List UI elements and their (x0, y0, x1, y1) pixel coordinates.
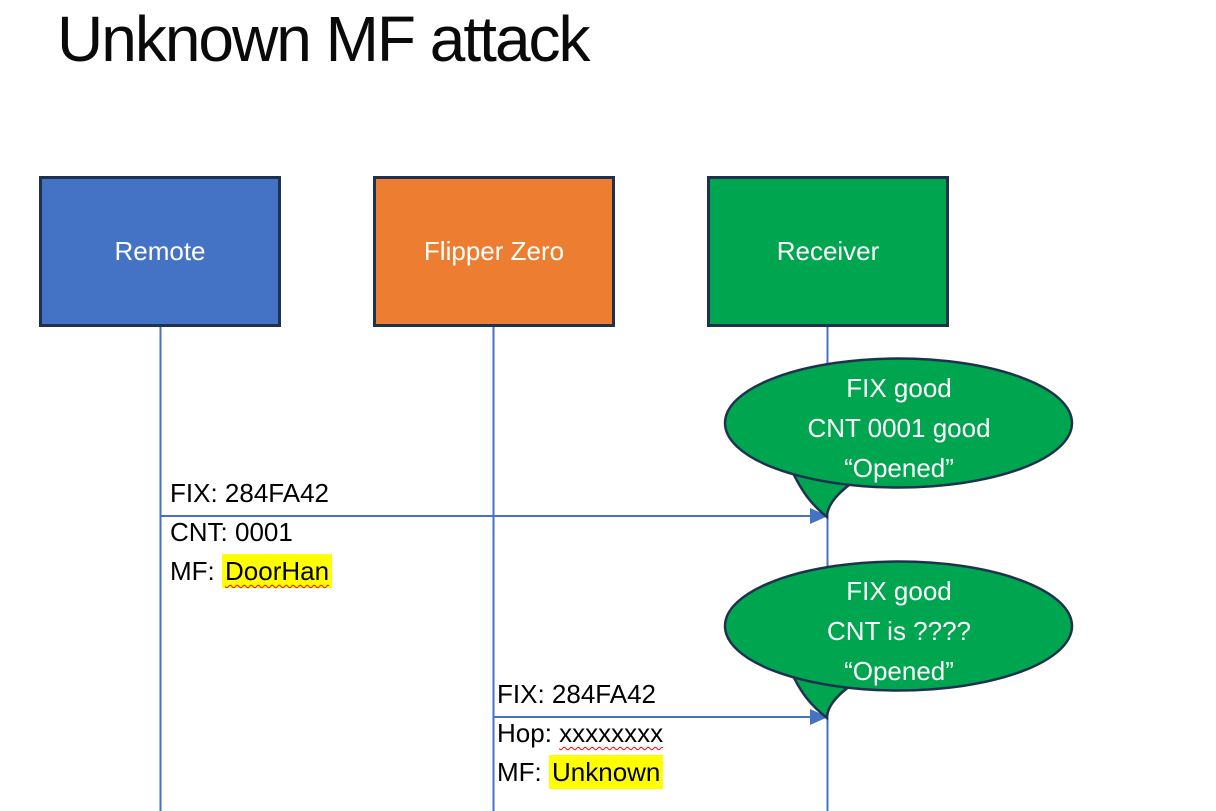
callout-2-line-fix: FIX good (846, 576, 952, 606)
callout-1-line-fix: FIX good (846, 373, 952, 403)
callout-2-line-cnt: CNT is ???? (826, 616, 972, 646)
message-1-cnt: CNT: 0001 (170, 517, 293, 547)
mf-value-highlighted: DoorHan (222, 554, 333, 588)
message-2-fix: FIX: 284FA42 (497, 679, 656, 709)
actor-label-receiver: Receiver (776, 236, 880, 266)
actor-label-flipper-zero: Flipper Zero (423, 236, 565, 266)
hop-prefix: Hop: (497, 718, 560, 748)
message-arrow-remote-to-receiver (161, 508, 828, 524)
arrowhead-icon (810, 508, 828, 524)
callout-1-text: FIX good CNT 0001 good “Opened” (719, 368, 1079, 488)
hop-value-squiggled: xxxxxxxx (559, 718, 664, 748)
arrowhead-icon (810, 709, 828, 725)
actor-box-flipper-zero: Flipper Zero (373, 176, 615, 327)
message-1-fix: FIX: 284FA42 (170, 478, 329, 508)
mf-prefix: MF: (497, 757, 549, 787)
message-arrow-flipper-to-receiver (493, 709, 828, 725)
slide-title: Unknown MF attack (57, 3, 591, 75)
actor-box-receiver: Receiver (707, 176, 949, 327)
callout-1-line-cnt: CNT 0001 good (807, 413, 991, 443)
actor-box-remote: Remote (39, 176, 281, 327)
mf-value-highlighted: Unknown (549, 755, 664, 789)
callout-2-text: FIX good CNT is ???? “Opened” (719, 571, 1079, 691)
message-1-labels: FIX: 284FA42 CNT: 0001 MF: DoorHan (170, 474, 333, 591)
message-2-hop: Hop: xxxxxxxx (497, 714, 663, 753)
callout-ellipse (723, 560, 1074, 692)
message-1-mf: MF: DoorHan (170, 552, 333, 591)
callout-2-line-opened: “Opened” (844, 656, 954, 686)
callout-1-line-opened: “Opened” (844, 453, 954, 483)
callout-ellipse (723, 357, 1074, 489)
mf-prefix: MF: (170, 556, 222, 586)
message-2-mf: MF: Unknown (497, 753, 664, 792)
message-2-labels: FIX: 284FA42 Hop: xxxxxxxx MF: Unknown (497, 675, 664, 792)
callout-bubble-2 (723, 560, 1074, 721)
actor-label-remote: Remote (114, 236, 206, 266)
callout-bubble-1 (723, 357, 1074, 520)
